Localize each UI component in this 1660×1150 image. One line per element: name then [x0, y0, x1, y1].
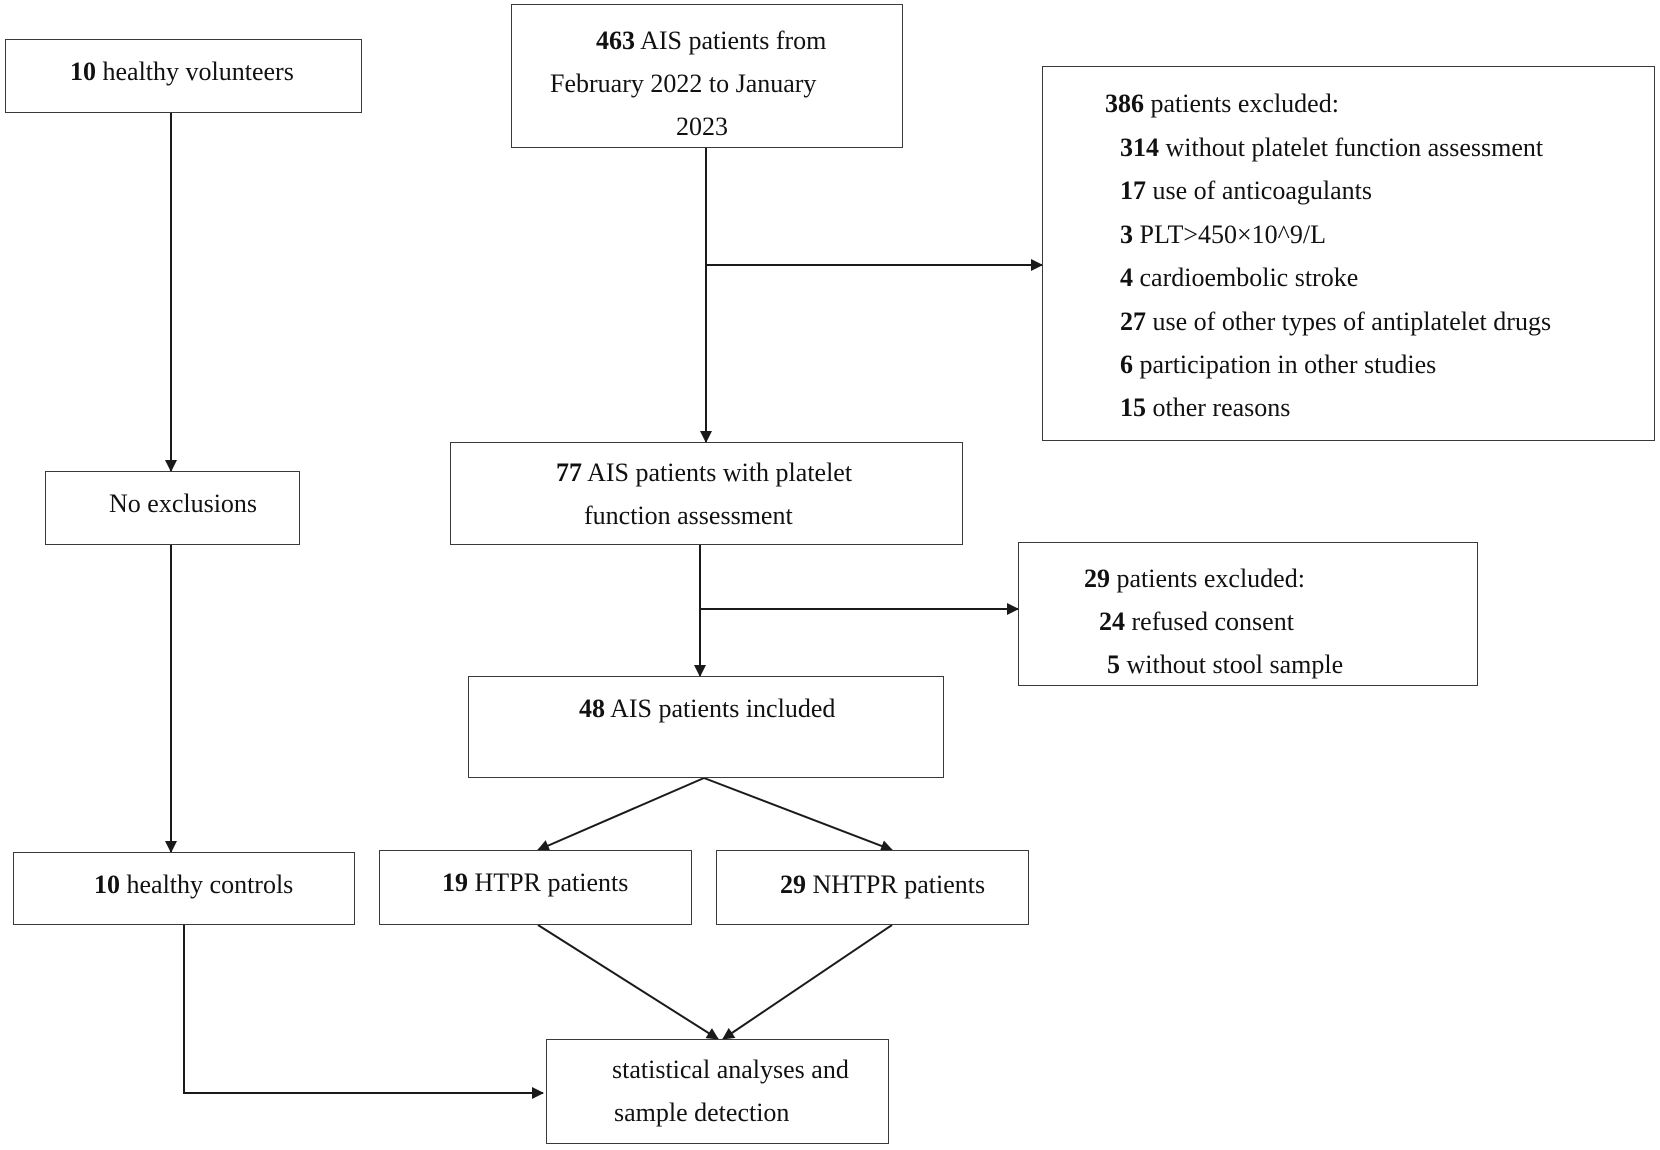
- assessed-count: 77: [556, 458, 582, 487]
- exclusion-text: without stool sample: [1120, 650, 1344, 679]
- exclusion-reason: 5 without stool sample: [1107, 643, 1343, 686]
- exclusion-text: without platelet function assessment: [1159, 133, 1544, 162]
- assessed-label-line2: function assessment: [584, 501, 793, 530]
- exclusion-count: 314: [1120, 133, 1159, 162]
- nhtpr-count: 29: [780, 870, 806, 899]
- excluded-29-box: 29 patients excluded: 24 refused consent…: [1018, 542, 1478, 686]
- included-count: 48: [579, 694, 605, 723]
- exclusion-reason: 15 other reasons: [1120, 386, 1290, 429]
- exclusion-count: 17: [1120, 176, 1146, 205]
- exclusion-count: 24: [1099, 607, 1125, 636]
- arrow-48-to-htpr: [537, 777, 705, 852]
- exclusion-text: participation in other studies: [1133, 350, 1437, 379]
- exclusion-text: PLT>450×10^9/L: [1133, 220, 1326, 249]
- healthy-controls-box: 10 healthy controls: [13, 852, 355, 925]
- htpr-label: HTPR patients: [468, 868, 629, 897]
- exclusion-count: 15: [1120, 393, 1146, 422]
- nhtpr-box: 29 NHTPR patients: [716, 850, 1029, 925]
- ais-total-label: AIS patients from: [635, 26, 827, 55]
- no-exclusions-box: No exclusions: [45, 471, 300, 545]
- exclusion-count: 5: [1107, 650, 1120, 679]
- htpr-count: 19: [442, 868, 468, 897]
- final-line1: statistical analyses and: [612, 1055, 849, 1084]
- excluded-386-count: 386: [1105, 89, 1144, 118]
- assessed-label: AIS patients with platelet: [582, 458, 853, 487]
- exclusion-text: use of anticoagulants: [1146, 176, 1373, 205]
- exclusion-text: refused consent: [1125, 607, 1294, 636]
- exclusion-reason: 24 refused consent: [1099, 600, 1294, 643]
- ais-patients-box: 463 AIS patients from February 2022 to J…: [511, 4, 903, 148]
- ais-total-count: 463: [596, 26, 635, 55]
- no-exclusions-label: No exclusions: [109, 489, 258, 518]
- exclusion-reason: 314 without platelet function assessment: [1120, 126, 1543, 169]
- included-label: AIS patients included: [605, 694, 836, 723]
- excluded-29-count: 29: [1084, 564, 1110, 593]
- controls-count: 10: [94, 870, 120, 899]
- exclusion-reason: 27 use of other types of antiplatelet dr…: [1120, 300, 1551, 343]
- exclusion-count: 6: [1120, 350, 1133, 379]
- excluded-386-box: 386 patients excluded: 314 without plate…: [1042, 66, 1655, 441]
- arrow-controls-to-final: [183, 925, 544, 1099]
- arrow-48-to-nhtpr: [703, 777, 893, 852]
- excluded-29-label: patients excluded:: [1110, 564, 1305, 593]
- exclusion-text: use of other types of antiplatelet drugs: [1146, 307, 1552, 336]
- exclusion-count: 4: [1120, 263, 1133, 292]
- exclusion-reason: 4 cardioembolic stroke: [1120, 256, 1358, 299]
- volunteers-label: healthy volunteers: [96, 57, 294, 86]
- with-assessment-box: 77 AIS patients with platelet function a…: [450, 442, 963, 545]
- htpr-box: 19 HTPR patients: [379, 850, 692, 925]
- exclusion-text: other reasons: [1146, 393, 1291, 422]
- exclusion-count: 27: [1120, 307, 1146, 336]
- exclusion-count: 3: [1120, 220, 1133, 249]
- exclusion-reason: 3 PLT>450×10^9/L: [1120, 213, 1326, 256]
- ais-date-range: February 2022 to January: [550, 69, 817, 98]
- nhtpr-label: NHTPR patients: [806, 870, 986, 899]
- final-analysis-box: statistical analyses and sample detectio…: [546, 1039, 889, 1144]
- final-line2: sample detection: [614, 1098, 790, 1127]
- included-48-box: 48 AIS patients included: [468, 676, 944, 778]
- exclusion-reason: 6 participation in other studies: [1120, 343, 1436, 386]
- excluded-386-label: patients excluded:: [1144, 89, 1339, 118]
- ais-date-year: 2023: [676, 112, 728, 141]
- volunteers-count: 10: [70, 57, 96, 86]
- exclusion-reason: 17 use of anticoagulants: [1120, 169, 1372, 212]
- healthy-volunteers-box: 10 healthy volunteers: [5, 39, 362, 113]
- arrow-nhtpr-to-final: [722, 924, 893, 1040]
- controls-label: healthy controls: [120, 870, 294, 899]
- arrow-htpr-to-final: [537, 924, 719, 1040]
- exclusion-text: cardioembolic stroke: [1133, 263, 1359, 292]
